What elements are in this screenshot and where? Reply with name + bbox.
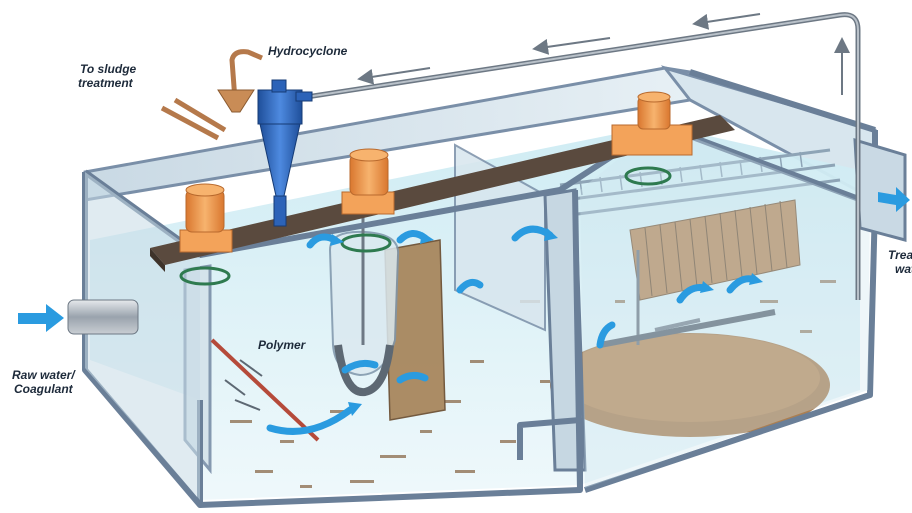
- treated-water-label-line2: water: [895, 262, 912, 276]
- hydrocyclone-icon: [257, 79, 313, 227]
- motor-right: [611, 91, 693, 156]
- polymer-label: Polymer: [258, 338, 306, 352]
- rotation-arrow-icon: [179, 166, 672, 286]
- bridge-beam: [150, 115, 735, 272]
- flow-arrow-heads: [330, 228, 763, 416]
- sludge-treatment-label-line1: To sludge: [80, 62, 137, 76]
- flow-arrow-icon: [18, 187, 910, 332]
- treated-water-label-line1: Treated: [888, 248, 912, 262]
- sludge-blanket: [550, 333, 830, 437]
- raw-water-label-line2: Coagulant: [14, 382, 73, 396]
- sludge-pipe: [160, 49, 263, 141]
- sludge-funnel-icon: [217, 89, 255, 113]
- motor-middle: [341, 148, 395, 215]
- raw-water-label-line1: Raw water/: [12, 368, 75, 382]
- polymer-dosing-line: [210, 338, 320, 442]
- treated-water-label: Treated water: [888, 248, 912, 278]
- pipe-direction-arrows: [357, 13, 850, 95]
- hydrocyclone-label: Hydrocyclone: [268, 44, 348, 58]
- recirculation-pipe: [299, 12, 861, 300]
- sludge-treatment-label-line2: treatment: [78, 76, 133, 90]
- floc-particles: [230, 280, 836, 488]
- lamella-plates: [629, 199, 801, 301]
- inlet-pipe: [67, 299, 139, 335]
- motor-left: [179, 183, 233, 253]
- scraper-arms: [599, 250, 776, 348]
